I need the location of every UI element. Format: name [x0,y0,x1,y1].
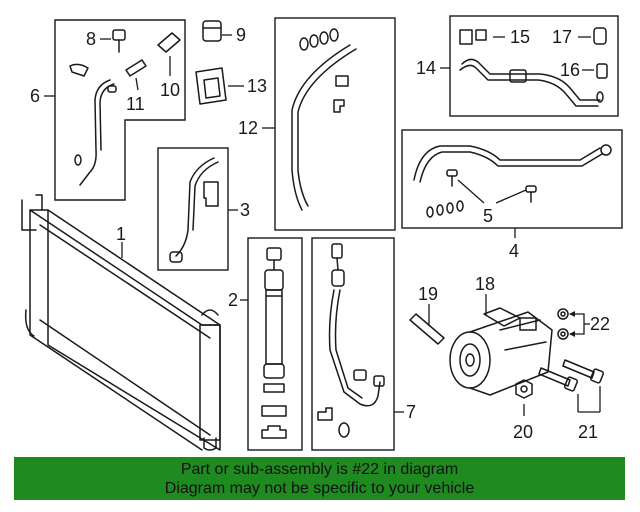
part-4-line[interactable] [413,144,612,218]
part-9-cap[interactable] [202,20,222,42]
part-20-nut[interactable] [515,379,533,399]
callout-3: 3 [240,200,250,220]
callout-9: 9 [236,25,246,45]
group-box-4 [401,129,623,229]
callout-13: 13 [247,76,267,96]
group-box-14 [449,15,619,117]
callout-22: 22 [590,314,610,334]
part-2-dryer[interactable] [261,247,287,439]
part-6-line[interactable] [69,63,117,186]
part-3-hose[interactable] [169,157,219,263]
part-5-bolt[interactable] [446,169,537,203]
part-17-cap[interactable] [593,27,607,45]
callout-16: 16 [560,60,580,80]
part-22-o-rings[interactable] [557,308,569,340]
callout-12: 12 [238,118,258,138]
callout-10: 10 [160,80,180,100]
callout-11: 11 [126,94,145,114]
callout-17: 17 [552,27,572,47]
part-12-hose[interactable] [291,28,357,211]
callout-14: 14 [416,58,436,78]
group-box-6 [54,19,186,201]
callout-1: 1 [116,224,126,244]
notice-line-2: Diagram may not be specific to your vehi… [164,480,475,497]
part-1-condenser[interactable] [21,194,221,451]
callout-5: 5 [483,206,493,226]
callout-6: 6 [30,86,40,106]
part-7-hose[interactable] [317,243,385,438]
part-15-clip[interactable] [459,29,487,45]
part-18-compressor[interactable] [449,307,553,396]
group-box-7 [311,237,395,451]
group-box-3 [157,147,229,271]
group-box-12 [274,17,396,231]
callout-8: 8 [86,29,96,49]
callout-20: 20 [513,422,533,442]
part-11-hose-piece[interactable] [125,59,147,77]
callout-2: 2 [228,290,238,310]
callout-15: 15 [510,27,530,47]
arrow-22-bottom [569,331,575,337]
callout-19: 19 [418,284,438,304]
arrow-22-top [569,311,575,317]
callout-18: 18 [475,274,495,294]
callout-21: 21 [578,422,598,442]
part-21-bolts[interactable] [538,359,605,392]
notice-line-1: Part or sub-assembly is #22 in diagram [180,461,459,478]
group-box-2 [247,237,303,451]
part-19-pin[interactable] [409,313,445,345]
part-13-bracket[interactable] [195,67,227,105]
part-8-bolt[interactable] [112,29,126,53]
part-10-fitting[interactable] [157,32,181,53]
notice-banner: Part or sub-assembly is #22 in diagram D… [14,457,625,500]
part-16-valve[interactable] [596,63,608,79]
part-14-line[interactable] [459,58,604,107]
callout-7: 7 [406,402,416,422]
callout-4: 4 [509,241,519,261]
